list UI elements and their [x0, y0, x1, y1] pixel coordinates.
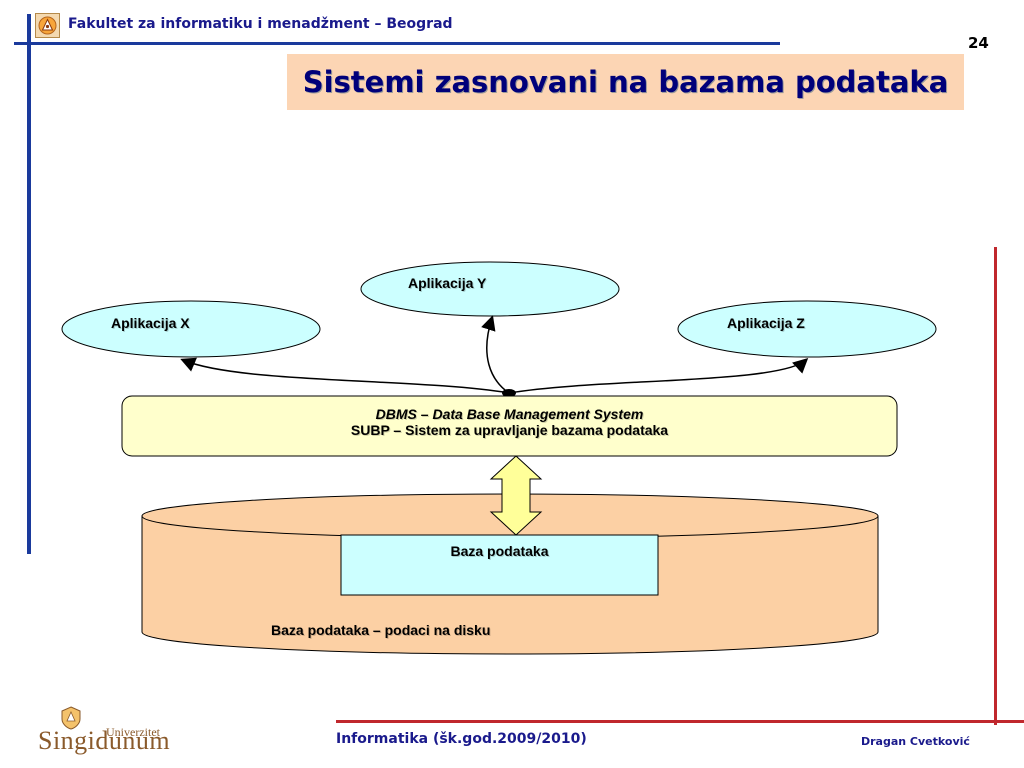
page-title: Sistemi zasnovani na bazama podataka	[302, 65, 949, 99]
app-x-ellipse	[61, 300, 321, 358]
app-y-ellipse	[360, 261, 620, 317]
course-name: Informatika (šk.god.2009/2010)	[336, 731, 587, 747]
title-banner: Sistemi zasnovani na bazama podataka	[287, 54, 964, 110]
institution-name: Fakultet za informatiku i menadžment – B…	[68, 16, 453, 32]
arrow-to-app-z	[508, 357, 809, 394]
dbms-text: DBMS – Data Base Management System SUBP …	[122, 406, 897, 438]
database-label: Baza podataka	[450, 543, 549, 559]
author-name: Dragan Cvetković	[861, 735, 970, 748]
app-z-label: Aplikacija Z	[727, 315, 805, 331]
left-blue-rule	[27, 14, 31, 554]
singidunum-crest-icon	[61, 706, 81, 730]
right-red-rule	[994, 247, 997, 725]
page-number: 24	[968, 34, 989, 52]
dbms-line-1: DBMS – Data Base Management System	[375, 406, 644, 422]
brand-singidunum: Singidunum	[38, 726, 171, 755]
brand-university: Univerzitet	[106, 725, 160, 739]
database-box	[340, 534, 659, 596]
faculty-logo-icon	[35, 13, 60, 38]
dbms-line-2: SUBP – Sistem za upravljanje bazama poda…	[350, 422, 669, 438]
bidirectional-arrow	[489, 455, 543, 536]
app-y-label: Aplikacija Y	[408, 275, 487, 291]
arrow-to-app-x	[180, 357, 510, 394]
top-blue-rule	[14, 42, 780, 45]
app-z-ellipse	[677, 300, 937, 358]
disk-label: Baza podataka – podaci na disku	[271, 622, 491, 638]
dbms-box	[121, 395, 898, 457]
bottom-red-rule	[336, 720, 1024, 723]
app-x-label: Aplikacija X	[111, 315, 190, 331]
arrow-to-app-y	[481, 315, 510, 394]
connector-hub	[502, 389, 516, 397]
